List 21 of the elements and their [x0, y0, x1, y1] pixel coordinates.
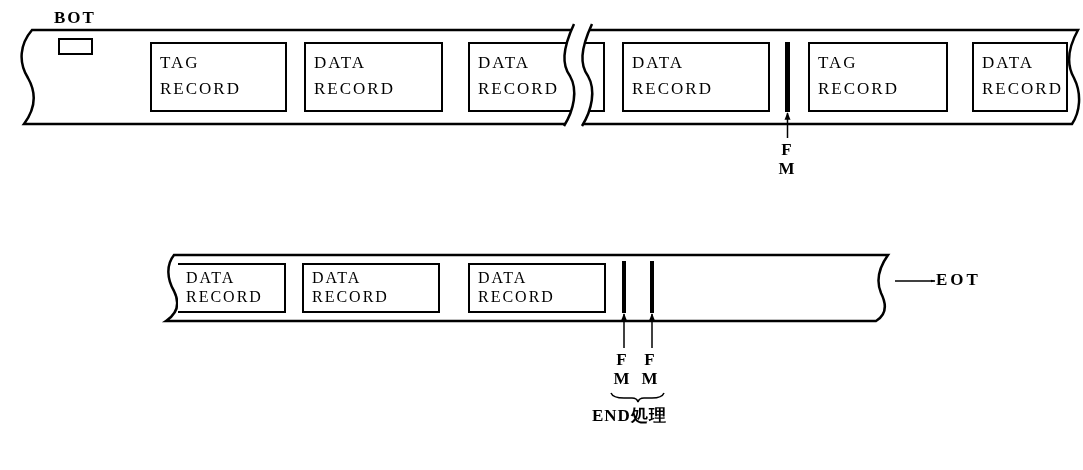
arrow: [649, 313, 655, 349]
end-of-tape-label: EOT: [936, 270, 986, 292]
group-label: END処理: [592, 405, 667, 427]
file-mark-bar: [650, 261, 654, 313]
record-box: DATA RECORD: [468, 263, 606, 313]
file-mark-label: F M: [777, 140, 797, 182]
marker-label: BOT: [54, 8, 96, 28]
file-mark-label: F M: [641, 350, 659, 392]
record-box: DATA RECORD: [622, 42, 770, 112]
record-box: TAG RECORD: [150, 42, 287, 112]
file-mark-label: F M: [613, 350, 631, 392]
file-mark-bar: [622, 261, 626, 313]
record-box: TAG RECORD: [808, 42, 948, 112]
file-mark-bar: [785, 42, 790, 112]
arrow: [894, 279, 936, 283]
arrow: [621, 313, 627, 349]
record-box: DATA RECORD: [304, 42, 443, 112]
record-box: DATA RECORD: [972, 42, 1068, 112]
record-box: DATA RECORD: [302, 263, 440, 313]
arrow: [784, 112, 791, 139]
record-box: DATA RECORD: [178, 263, 286, 313]
